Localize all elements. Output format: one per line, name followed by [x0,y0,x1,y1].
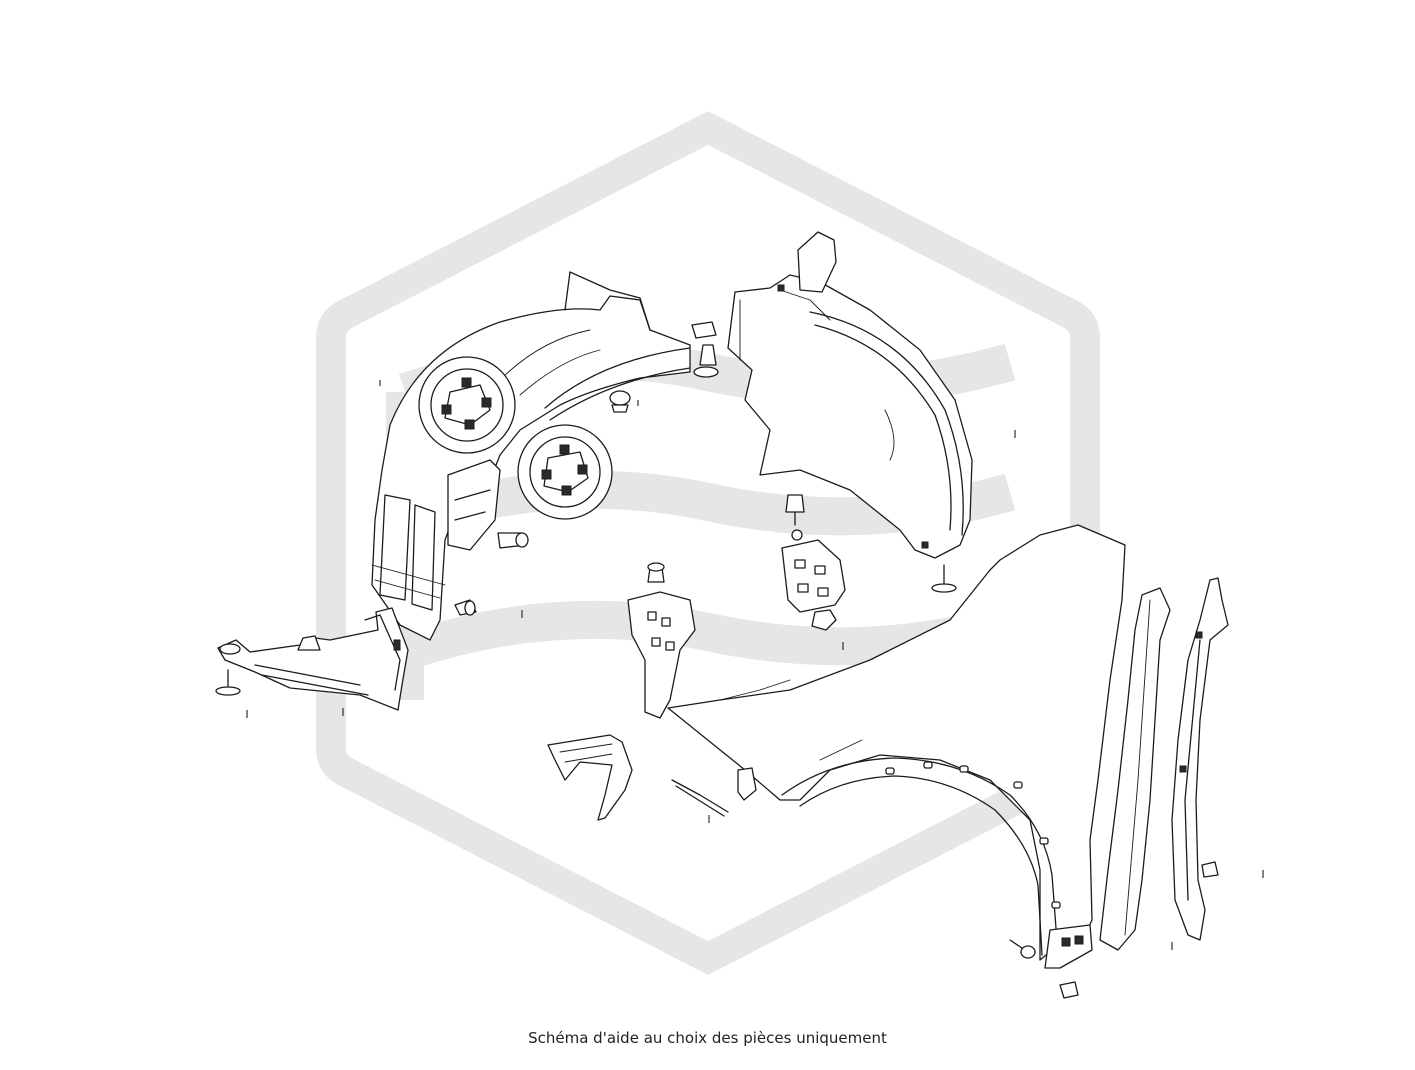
fender-support-bracket [627,591,696,719]
lower-sill-bracket [217,607,409,711]
front-wheel-arch-liner [727,231,973,559]
front-fender-panel [667,524,1126,969]
fastener-clip-group [215,321,1219,999]
a-pillar-fender-bracket [1171,577,1229,941]
fender-seal-strip [1099,587,1171,951]
bumper-side-guide [547,734,633,821]
diagram-caption: Schéma d'aide au choix des pièces unique… [528,1029,887,1047]
rear-wheel-arch-liner [371,271,691,641]
arch-liner-cover-disc [517,424,613,520]
fender-liner-clip [737,767,757,801]
reference-tick-marks [246,380,1264,950]
small-clip-strip [671,779,729,817]
fender-mount-bracket [781,539,846,613]
